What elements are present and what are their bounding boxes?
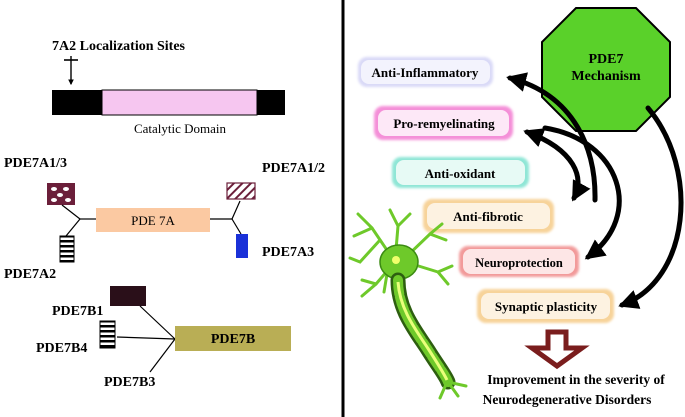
mechanism-line1: PDE7 (589, 52, 624, 67)
effect-label: Anti-Inflammatory (372, 65, 479, 80)
pde7b1-label: PDE7B1 (52, 304, 103, 319)
effect-label: Anti-fibrotic (453, 209, 523, 224)
pde7a2-domain-bar (52, 89, 285, 116)
pde7a-label: PDE 7A (131, 213, 175, 228)
pde7a3-label: PDE7A3 (262, 245, 314, 260)
pde7a-box (96, 208, 210, 232)
pde7a-connector-lines (61, 200, 242, 237)
effect-synaptic-plasticity: Synaptic plasticity (477, 289, 614, 323)
outcome-line2: Neurodegenerative Disorders (483, 392, 652, 407)
pde7a1-3-isoform-icon (47, 183, 75, 205)
neuron-icon (348, 208, 468, 400)
pde7b1-isoform-icon (110, 286, 146, 306)
pde7a3-isoform-icon (236, 234, 248, 258)
mechanism-arrows (506, 72, 684, 309)
arrow-to-synaptic-plasticity (618, 105, 684, 309)
pde7a1-2-label: PDE7A1/2 (262, 161, 325, 176)
pde7b4-isoform-icon (99, 320, 116, 349)
pde7b4-label: PDE7B4 (36, 341, 87, 356)
arrow-remyelinating-antifibrotic (523, 128, 591, 202)
pde7a1-3-label: PDE7A1/3 (4, 156, 67, 171)
effect-label: Neuroprotection (475, 256, 563, 270)
pde7a1-2-isoform-icon (226, 182, 256, 200)
effect-label: Anti-oxidant (425, 166, 496, 181)
localization-marker-icon (64, 56, 78, 86)
pde7b-label: PDE7B (211, 332, 255, 347)
mechanism-line2: Mechanism (571, 69, 641, 84)
effect-pro-remyelinating: Pro-remyelinating (374, 106, 513, 140)
left-panel: 7A2 Localization Sites Catalytic Domain … (4, 39, 325, 390)
pde7b3-label: PDE7B3 (104, 375, 155, 390)
catalytic-domain-label: Catalytic Domain (134, 121, 227, 136)
localization-title: 7A2 Localization Sites (52, 39, 186, 54)
pde7b-connector-lines (116, 305, 176, 373)
effect-anti-oxidant: Anti-oxidant (392, 157, 529, 188)
arrow-to-anti-inflammatory (506, 72, 598, 203)
pde7-mechanism-octagon (541, 7, 671, 132)
effect-label: Synaptic plasticity (495, 299, 598, 314)
outcome-line1: Improvement in the severity of (487, 372, 665, 387)
pde7b-box (175, 326, 291, 351)
pde7a2-isoform-icon (59, 235, 75, 263)
effect-label: Pro-remyelinating (393, 116, 495, 131)
effect-anti-inflammatory: Anti-Inflammatory (358, 57, 493, 87)
effect-neuroprotection: Neuroprotection (459, 246, 579, 277)
outcome-down-arrow-icon (524, 329, 590, 370)
right-panel: PDE7 Mechanism Anti-Inflammatory Pro-rem… (348, 7, 684, 407)
effect-anti-fibrotic: Anti-fibrotic (423, 199, 554, 233)
pde7a2-label: PDE7A2 (4, 267, 56, 282)
